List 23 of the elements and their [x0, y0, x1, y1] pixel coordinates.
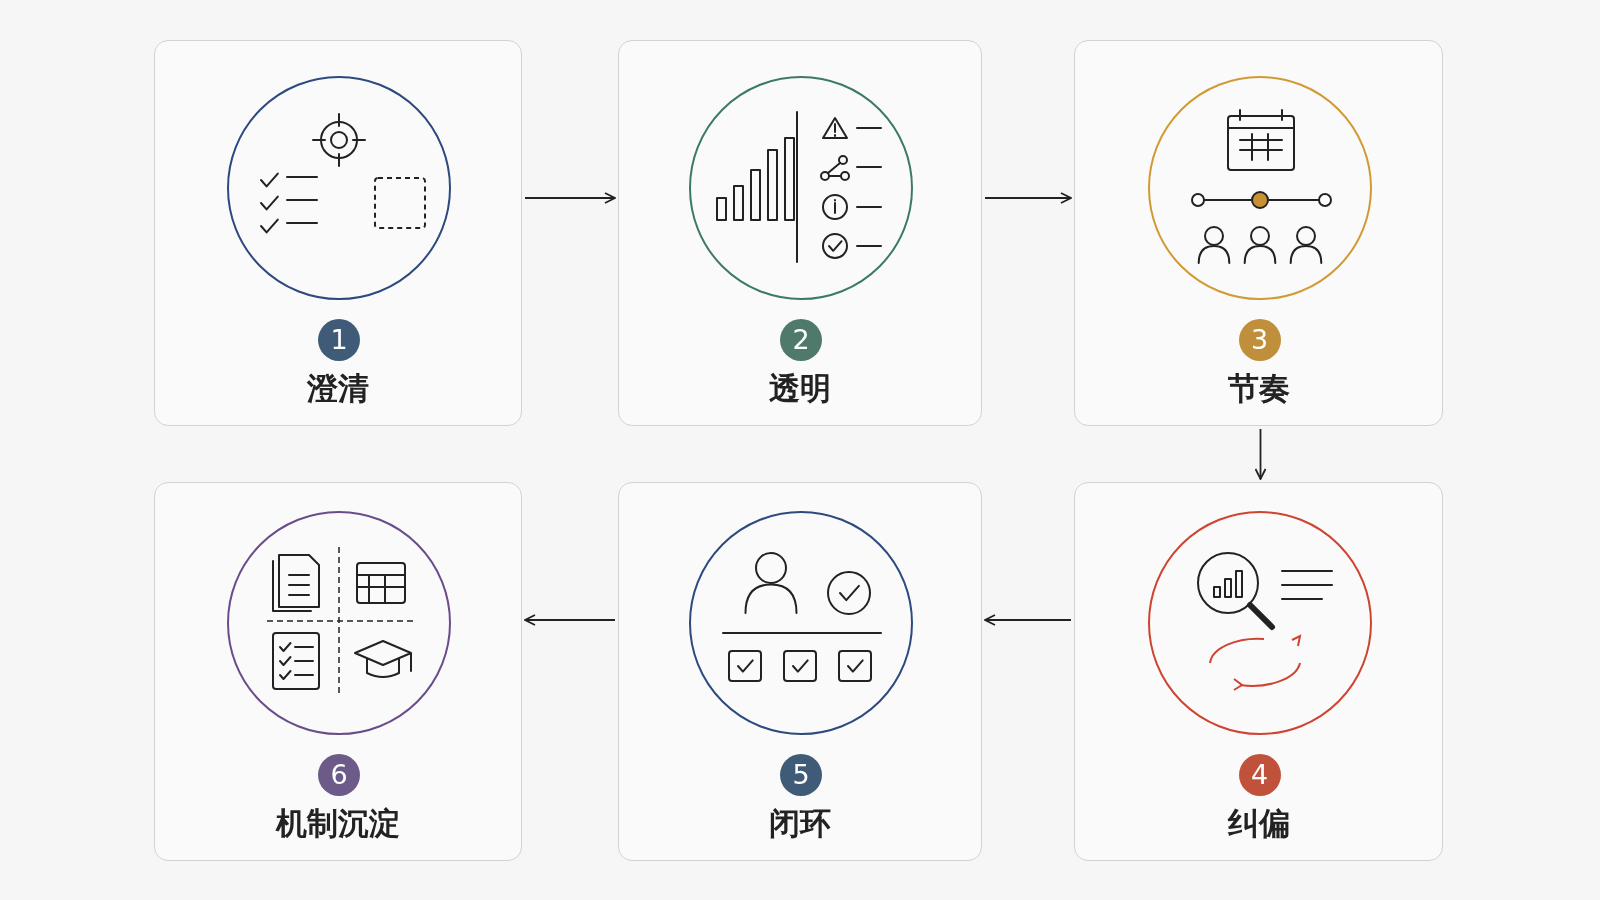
arrow [984, 614, 1072, 626]
number-badge: 2 [780, 319, 822, 361]
step-title: 机制沉淀 [274, 804, 401, 843]
number-badge: 1 [318, 319, 360, 361]
arrow [1254, 428, 1267, 480]
arrow [524, 614, 616, 626]
step-title: 节奏 [1226, 369, 1291, 408]
step-card [154, 482, 522, 861]
arrow [524, 192, 616, 204]
number-badge: 4 [1238, 754, 1281, 796]
step-title: 纠偏 [1226, 804, 1291, 843]
step-card [618, 482, 982, 861]
step-card [154, 40, 522, 426]
step-title: 澄清 [306, 369, 370, 408]
step-title: 闭环 [768, 804, 832, 843]
number-badge: 3 [1238, 319, 1281, 361]
step-title: 透明 [768, 369, 832, 408]
number-badge: 6 [318, 754, 360, 796]
number-badge: 5 [780, 754, 822, 796]
step-card [1074, 482, 1443, 861]
arrow [984, 192, 1072, 204]
step-card [1074, 40, 1443, 426]
step-card [618, 40, 982, 426]
